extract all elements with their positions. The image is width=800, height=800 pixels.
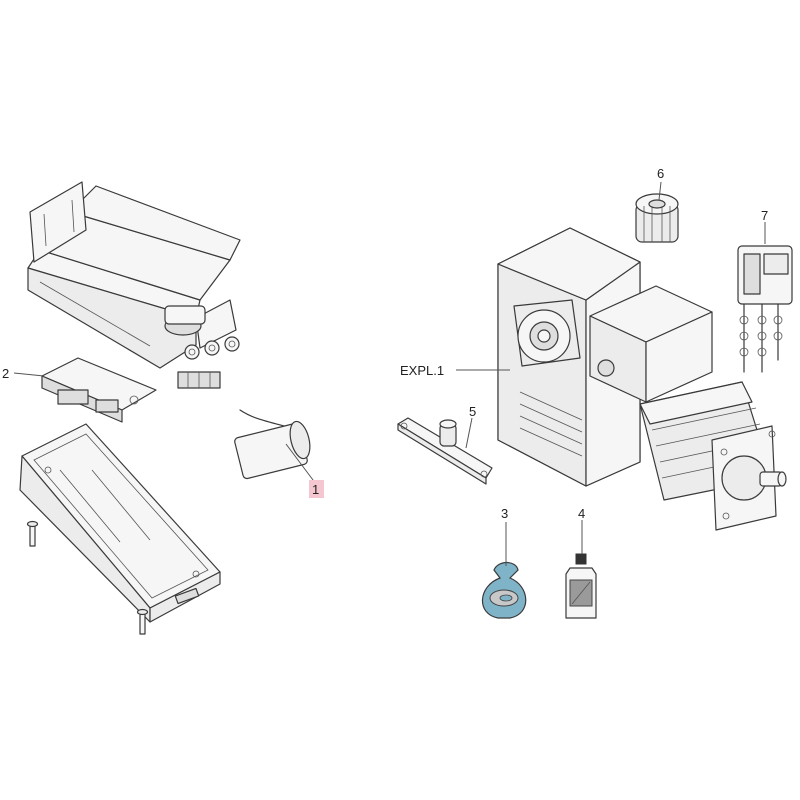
- callout-4: 4: [578, 506, 585, 521]
- callout-5: 5: [469, 404, 476, 419]
- limit-switch-icon: [737, 245, 793, 373]
- callout-1-highlight: [309, 480, 324, 498]
- callout-1: 1: [312, 482, 319, 497]
- callout-3: 3: [501, 506, 508, 521]
- screw-icon: [136, 608, 149, 635]
- parts-bag-icon: [481, 561, 527, 619]
- release-lever-icon: [397, 417, 493, 485]
- control-box-icon: [27, 181, 241, 389]
- callout-7: 7: [761, 208, 768, 223]
- gear-motor-icon: [497, 227, 787, 531]
- sprocket-icon: [635, 193, 679, 243]
- screw-icon: [26, 520, 39, 547]
- capacitor-icon: [234, 409, 311, 480]
- oil-bottle-icon: [565, 553, 597, 619]
- leader-lines: [13, 181, 766, 566]
- callout-2: 2: [2, 366, 9, 381]
- circuit-board-icon: [41, 357, 157, 423]
- callout-6: 6: [657, 166, 664, 181]
- base-housing-icon: [19, 423, 221, 623]
- callout-expl-1: EXPL.1: [400, 363, 444, 378]
